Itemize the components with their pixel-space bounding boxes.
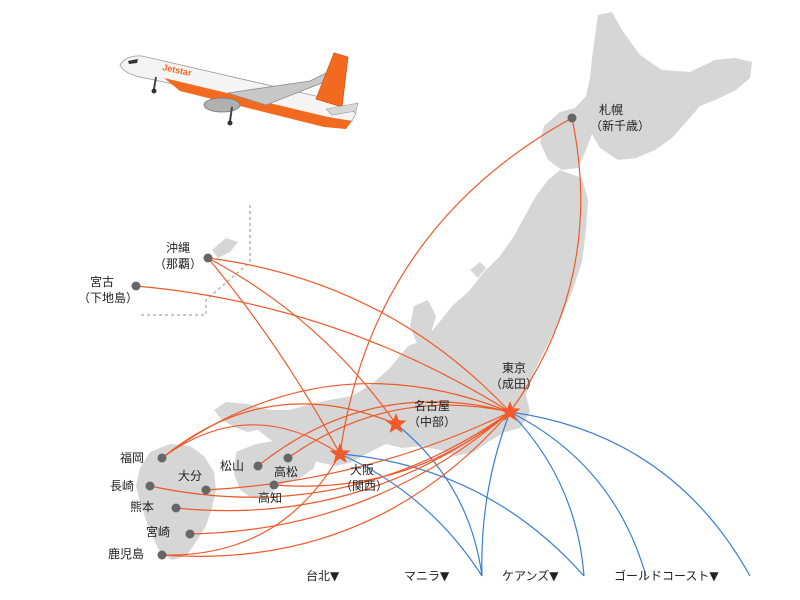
domestic-routes: [135, 117, 582, 557]
intl-route-osaka-taipei: [339, 453, 483, 577]
dest-label-manila[interactable]: マニラ▼: [404, 569, 450, 583]
city-dot-nagasaki[interactable]: [145, 481, 155, 491]
city-label-kumamoto: 熊本: [130, 499, 154, 514]
city-dot-sapporo[interactable]: [567, 113, 577, 123]
intl-route-tokyo-cairns: [509, 411, 647, 577]
domestic-route-fukuoka-nagoya: [161, 403, 397, 459]
domestic-route-okinawa-osaka: [207, 257, 341, 455]
city-label-osaka: 大阪 （関西）: [340, 463, 388, 493]
city-dots: [131, 113, 577, 560]
city-label-oita: 大分: [178, 469, 202, 483]
domestic-route-sapporo-osaka: [339, 117, 573, 455]
domestic-route-okinawa-tokyo: [207, 257, 511, 413]
intl-route-tokyo-manila: [509, 411, 585, 577]
city-label-okinawa: 沖縄 （那覇）: [154, 240, 202, 271]
domestic-route-sapporo-tokyo: [509, 117, 582, 413]
intl-route-nagoya-taipei: [395, 423, 483, 577]
hub-star-osaka[interactable]: [329, 443, 351, 463]
hub-stars: [329, 401, 521, 463]
city-dot-takamatsu[interactable]: [283, 453, 293, 463]
honshu-island: [214, 170, 588, 466]
city-label-tokyo: 東京 （成田）: [490, 361, 538, 391]
city-dot-kagoshima[interactable]: [157, 550, 167, 560]
city-label-kochi: 高知: [258, 490, 282, 505]
city-label-miyazaki: 宮崎: [146, 524, 170, 539]
city-dot-kumamoto[interactable]: [171, 503, 181, 513]
city-dot-fukuoka[interactable]: [157, 453, 167, 463]
airplane-icon: Jetstar: [119, 52, 359, 129]
shikoku-island: [234, 440, 318, 498]
domestic-route-okinawa-nagoya: [207, 257, 397, 425]
city-label-nagoya: 名古屋 （中部）: [408, 398, 456, 429]
hub-star-tokyo[interactable]: [499, 401, 521, 421]
city-label-miyako: 宮古 （下地島）: [78, 274, 138, 305]
sado-island: [470, 262, 486, 278]
city-dot-kochi[interactable]: [269, 480, 279, 490]
domestic-route-matsuyama-tokyo: [257, 401, 511, 467]
domestic-route-kochi-tokyo: [273, 411, 511, 487]
domestic-route-kagoshima-osaka: [161, 453, 341, 556]
city-label-takamatsu: 高松: [274, 464, 298, 479]
intl-route-osaka-manila: [339, 453, 585, 577]
city-dot-oita[interactable]: [201, 485, 211, 495]
city-label-nagasaki: 長崎: [110, 479, 134, 493]
city-labels: 札幌 （新千歳） 沖縄 （那覇） 宮古 （下地島） 東京 （成田） 名古屋 （中…: [78, 102, 650, 561]
domestic-route-miyazaki-tokyo: [189, 411, 511, 535]
domestic-route-oita-tokyo: [205, 411, 511, 491]
dest-label-goldcoast[interactable]: ゴールドコースト▼: [614, 568, 719, 583]
domestic-route-fukuoka-osaka: [161, 424, 341, 459]
city-dot-miyako[interactable]: [131, 281, 141, 291]
kyushu-island: [136, 444, 216, 560]
domestic-route-miyako-tokyo: [135, 285, 511, 413]
hokkaido-island: [540, 12, 752, 170]
city-label-matsuyama: 松山: [220, 459, 244, 473]
city-dot-miyazaki[interactable]: [185, 529, 195, 539]
hub-star-nagoya[interactable]: [385, 413, 407, 433]
international-routes: [339, 411, 751, 577]
city-label-kagoshima: 鹿児島: [108, 546, 144, 561]
city-dot-matsuyama[interactable]: [253, 461, 263, 471]
dest-label-cairns[interactable]: ケアンズ▼: [502, 568, 559, 583]
city-label-fukuoka: 福岡: [120, 450, 144, 465]
intl-route-tokyo-goldcoast: [509, 411, 751, 577]
city-dot-okinawa[interactable]: [203, 253, 213, 263]
city-label-sapporo: 札幌 （新千歳）: [590, 102, 650, 133]
japan-landmass: [136, 12, 752, 560]
dest-label-taipei[interactable]: 台北▼: [306, 568, 340, 583]
noto-peninsula: [410, 300, 436, 346]
domestic-route-kagoshima-tokyo: [161, 411, 511, 557]
intl-route-tokyo-taipei: [481, 411, 511, 577]
domestic-route-takamatsu-tokyo: [287, 404, 511, 459]
domestic-route-nagasaki-tokyo: [149, 411, 511, 498]
inset-boundary: [138, 205, 251, 316]
okinawa-islands: [212, 238, 238, 258]
international-destinations: 台北▼ マニラ▼ ケアンズ▼ ゴールドコースト▼: [306, 568, 719, 583]
